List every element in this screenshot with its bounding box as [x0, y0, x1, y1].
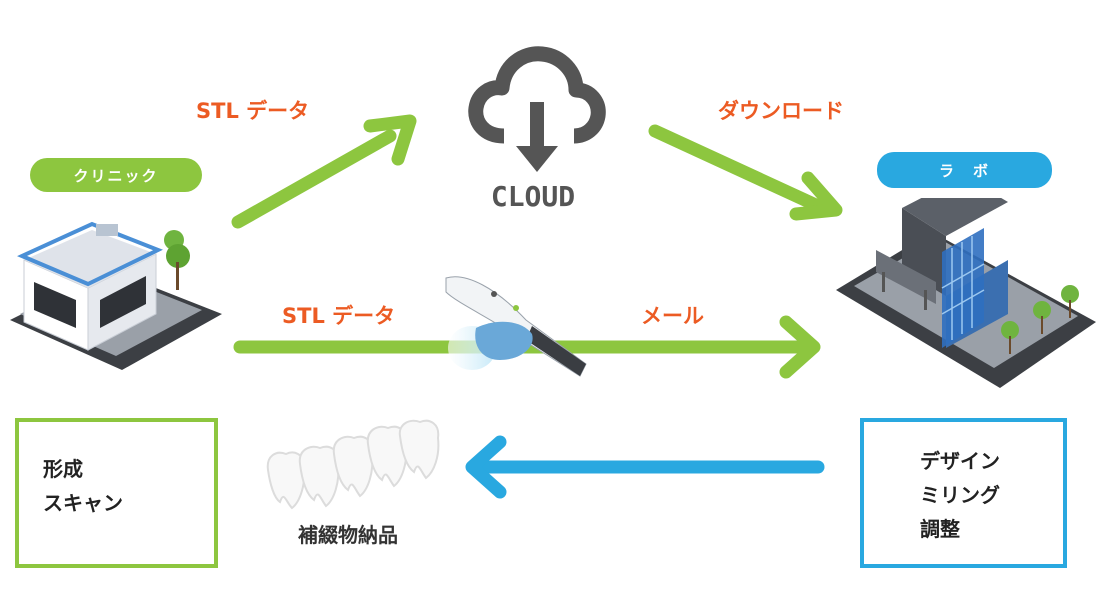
lab-task-box: デザイン ミリング 調整 — [860, 418, 1067, 568]
clinic-task-scan: スキャン — [43, 491, 123, 515]
direct-label: STL データ — [282, 304, 396, 328]
download-label: ダウンロード — [718, 99, 844, 123]
delivery-arrow — [465, 435, 825, 499]
clinic-pill: クリニック — [30, 158, 202, 192]
mail-label: メール — [641, 304, 704, 328]
cloud-download-icon — [468, 46, 606, 172]
clinic-task-forming: 形成 — [43, 457, 83, 481]
delivery-label: 補綴物納品 — [298, 523, 398, 547]
dental-prosthesis-icon — [266, 419, 440, 510]
lab-task-adjust: 調整 — [920, 517, 960, 541]
upload-label: STL データ — [196, 99, 310, 123]
download-arrow — [648, 124, 843, 221]
clinic-task-box: 形成 スキャン — [15, 418, 218, 568]
clinic-label: クリニック — [73, 166, 159, 185]
lab-task-design: デザイン — [920, 449, 1000, 473]
intraoral-scanner-icon — [445, 276, 587, 377]
cloud-label: CLOUD — [490, 180, 576, 213]
upload-arrow — [231, 114, 417, 229]
lab-task-milling: ミリング — [920, 483, 1000, 507]
lab-label: ラ ボ — [938, 161, 990, 180]
lab-pill: ラ ボ — [877, 152, 1052, 188]
clinic-building-icon — [10, 221, 222, 370]
lab-building-icon — [836, 198, 1096, 388]
